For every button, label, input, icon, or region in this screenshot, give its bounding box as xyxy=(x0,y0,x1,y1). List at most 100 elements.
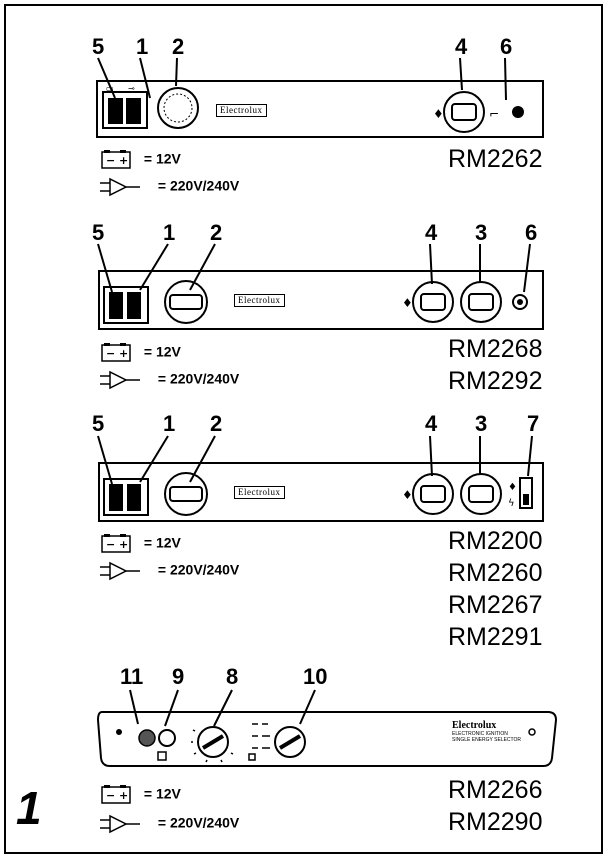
gas-knob xyxy=(443,91,485,133)
callout-5: 5 xyxy=(92,34,105,59)
flame-icon: ♦ xyxy=(433,107,444,121)
leader-line xyxy=(129,689,139,725)
model-number: RM2268 xyxy=(448,335,543,363)
svg-text:−: − xyxy=(106,154,115,167)
leader-line xyxy=(139,243,169,291)
leader-line xyxy=(97,435,113,485)
flame-icon: ♦ xyxy=(402,488,413,502)
legend-dc: −+ = 12V xyxy=(100,534,181,554)
brand-label: Electrolux xyxy=(234,294,285,307)
callout-7: 7 xyxy=(527,411,540,436)
svg-text:+: + xyxy=(119,538,128,551)
battery-switch xyxy=(109,292,123,319)
legend-ac: = 220V/240V xyxy=(100,370,239,390)
model-number: RM2200 xyxy=(448,527,543,555)
spark-icon: ϟ xyxy=(508,498,515,509)
callout-2: 2 xyxy=(210,220,223,245)
brand-label: Electrolux xyxy=(216,104,267,117)
thermostat-knob xyxy=(164,472,208,516)
plug-symbol-icon xyxy=(100,814,140,834)
callout-2: 2 xyxy=(210,411,223,436)
leader-line xyxy=(429,435,433,477)
ac-switch xyxy=(127,484,141,511)
energy-selector-knob xyxy=(274,726,306,758)
switch-housing xyxy=(103,478,149,516)
ac-switch xyxy=(127,292,141,319)
svg-text:+: + xyxy=(119,789,128,802)
flame-icon: ♦ xyxy=(508,482,517,493)
leader-line xyxy=(429,243,433,285)
leader-line xyxy=(139,57,151,99)
switch-housing xyxy=(103,286,149,324)
plug-symbol-icon xyxy=(100,561,140,581)
leader-line xyxy=(527,435,533,477)
callout-1: 1 xyxy=(163,220,176,245)
svg-text:−: − xyxy=(106,347,115,360)
leader-line xyxy=(175,57,178,87)
callout-11: 11 xyxy=(120,664,144,689)
battery-switch xyxy=(109,484,123,511)
mounting-screw xyxy=(528,728,536,736)
callout-6: 6 xyxy=(525,220,538,245)
plug-icon: ⊸ xyxy=(128,84,135,93)
legend-ac: = 220V/240V xyxy=(100,814,239,834)
model-number: RM2267 xyxy=(448,591,543,619)
figure-number: 1 xyxy=(16,782,42,834)
model-number: RM2262 xyxy=(448,145,543,173)
svg-text:+: + xyxy=(119,347,128,360)
flame-icon: ♦ xyxy=(402,296,413,310)
callout-8: 8 xyxy=(226,664,239,689)
thermostat-knob xyxy=(197,726,229,758)
ignition-button xyxy=(158,729,176,747)
ac-switch xyxy=(126,98,141,124)
model-number: RM2260 xyxy=(448,559,543,587)
callout-4: 4 xyxy=(425,220,438,245)
ignition-button xyxy=(512,294,528,310)
legend-dc: −+ = 12V xyxy=(100,785,181,805)
panel-caption: SINGLE ENERGY SELECTOR xyxy=(452,737,522,743)
leader-line xyxy=(164,689,179,727)
model-number: RM2291 xyxy=(448,623,543,651)
callout-2: 2 xyxy=(172,34,185,59)
panel-caption: ELECTRONIC IGNITION xyxy=(452,731,508,737)
battery-symbol-icon: −+ xyxy=(101,343,131,362)
leader-line xyxy=(97,243,113,293)
callout-4: 4 xyxy=(425,411,438,436)
model-number: RM2292 xyxy=(448,367,543,395)
legend-ac: = 220V/240V xyxy=(100,561,239,581)
brand-label: Electrolux xyxy=(452,720,497,731)
callout-10: 10 xyxy=(303,664,328,689)
leader-line xyxy=(299,689,316,725)
battery-symbol-icon: −+ xyxy=(101,785,131,804)
ignition-switch xyxy=(519,477,533,509)
switch-housing xyxy=(102,91,148,129)
leader-line xyxy=(139,435,169,483)
igniter-icon: ⌐ xyxy=(489,107,499,121)
callout-5: 5 xyxy=(92,411,105,436)
leader-line xyxy=(213,689,233,727)
gas-knob xyxy=(412,473,454,515)
svg-text:−: − xyxy=(106,789,115,802)
indicator-lamp xyxy=(138,729,156,747)
battery-switch xyxy=(108,98,123,124)
leader-line xyxy=(459,57,463,91)
callout-1: 1 xyxy=(136,34,149,59)
battery-icon: ▭ xyxy=(106,84,114,93)
model-number: RM2290 xyxy=(448,808,543,836)
model-number: RM2266 xyxy=(448,776,543,804)
thermostat-knob xyxy=(157,87,199,129)
leader-line xyxy=(504,57,507,101)
figure-frame xyxy=(4,4,603,854)
energy-selector-knob xyxy=(460,473,502,515)
battery-symbol-icon: −+ xyxy=(101,150,131,169)
callout-3: 3 xyxy=(475,411,488,436)
brand-label: Electrolux xyxy=(234,486,285,499)
callout-4: 4 xyxy=(455,34,468,59)
callout-1: 1 xyxy=(163,411,176,436)
plug-symbol-icon xyxy=(100,370,140,390)
plug-symbol-icon xyxy=(100,177,140,197)
